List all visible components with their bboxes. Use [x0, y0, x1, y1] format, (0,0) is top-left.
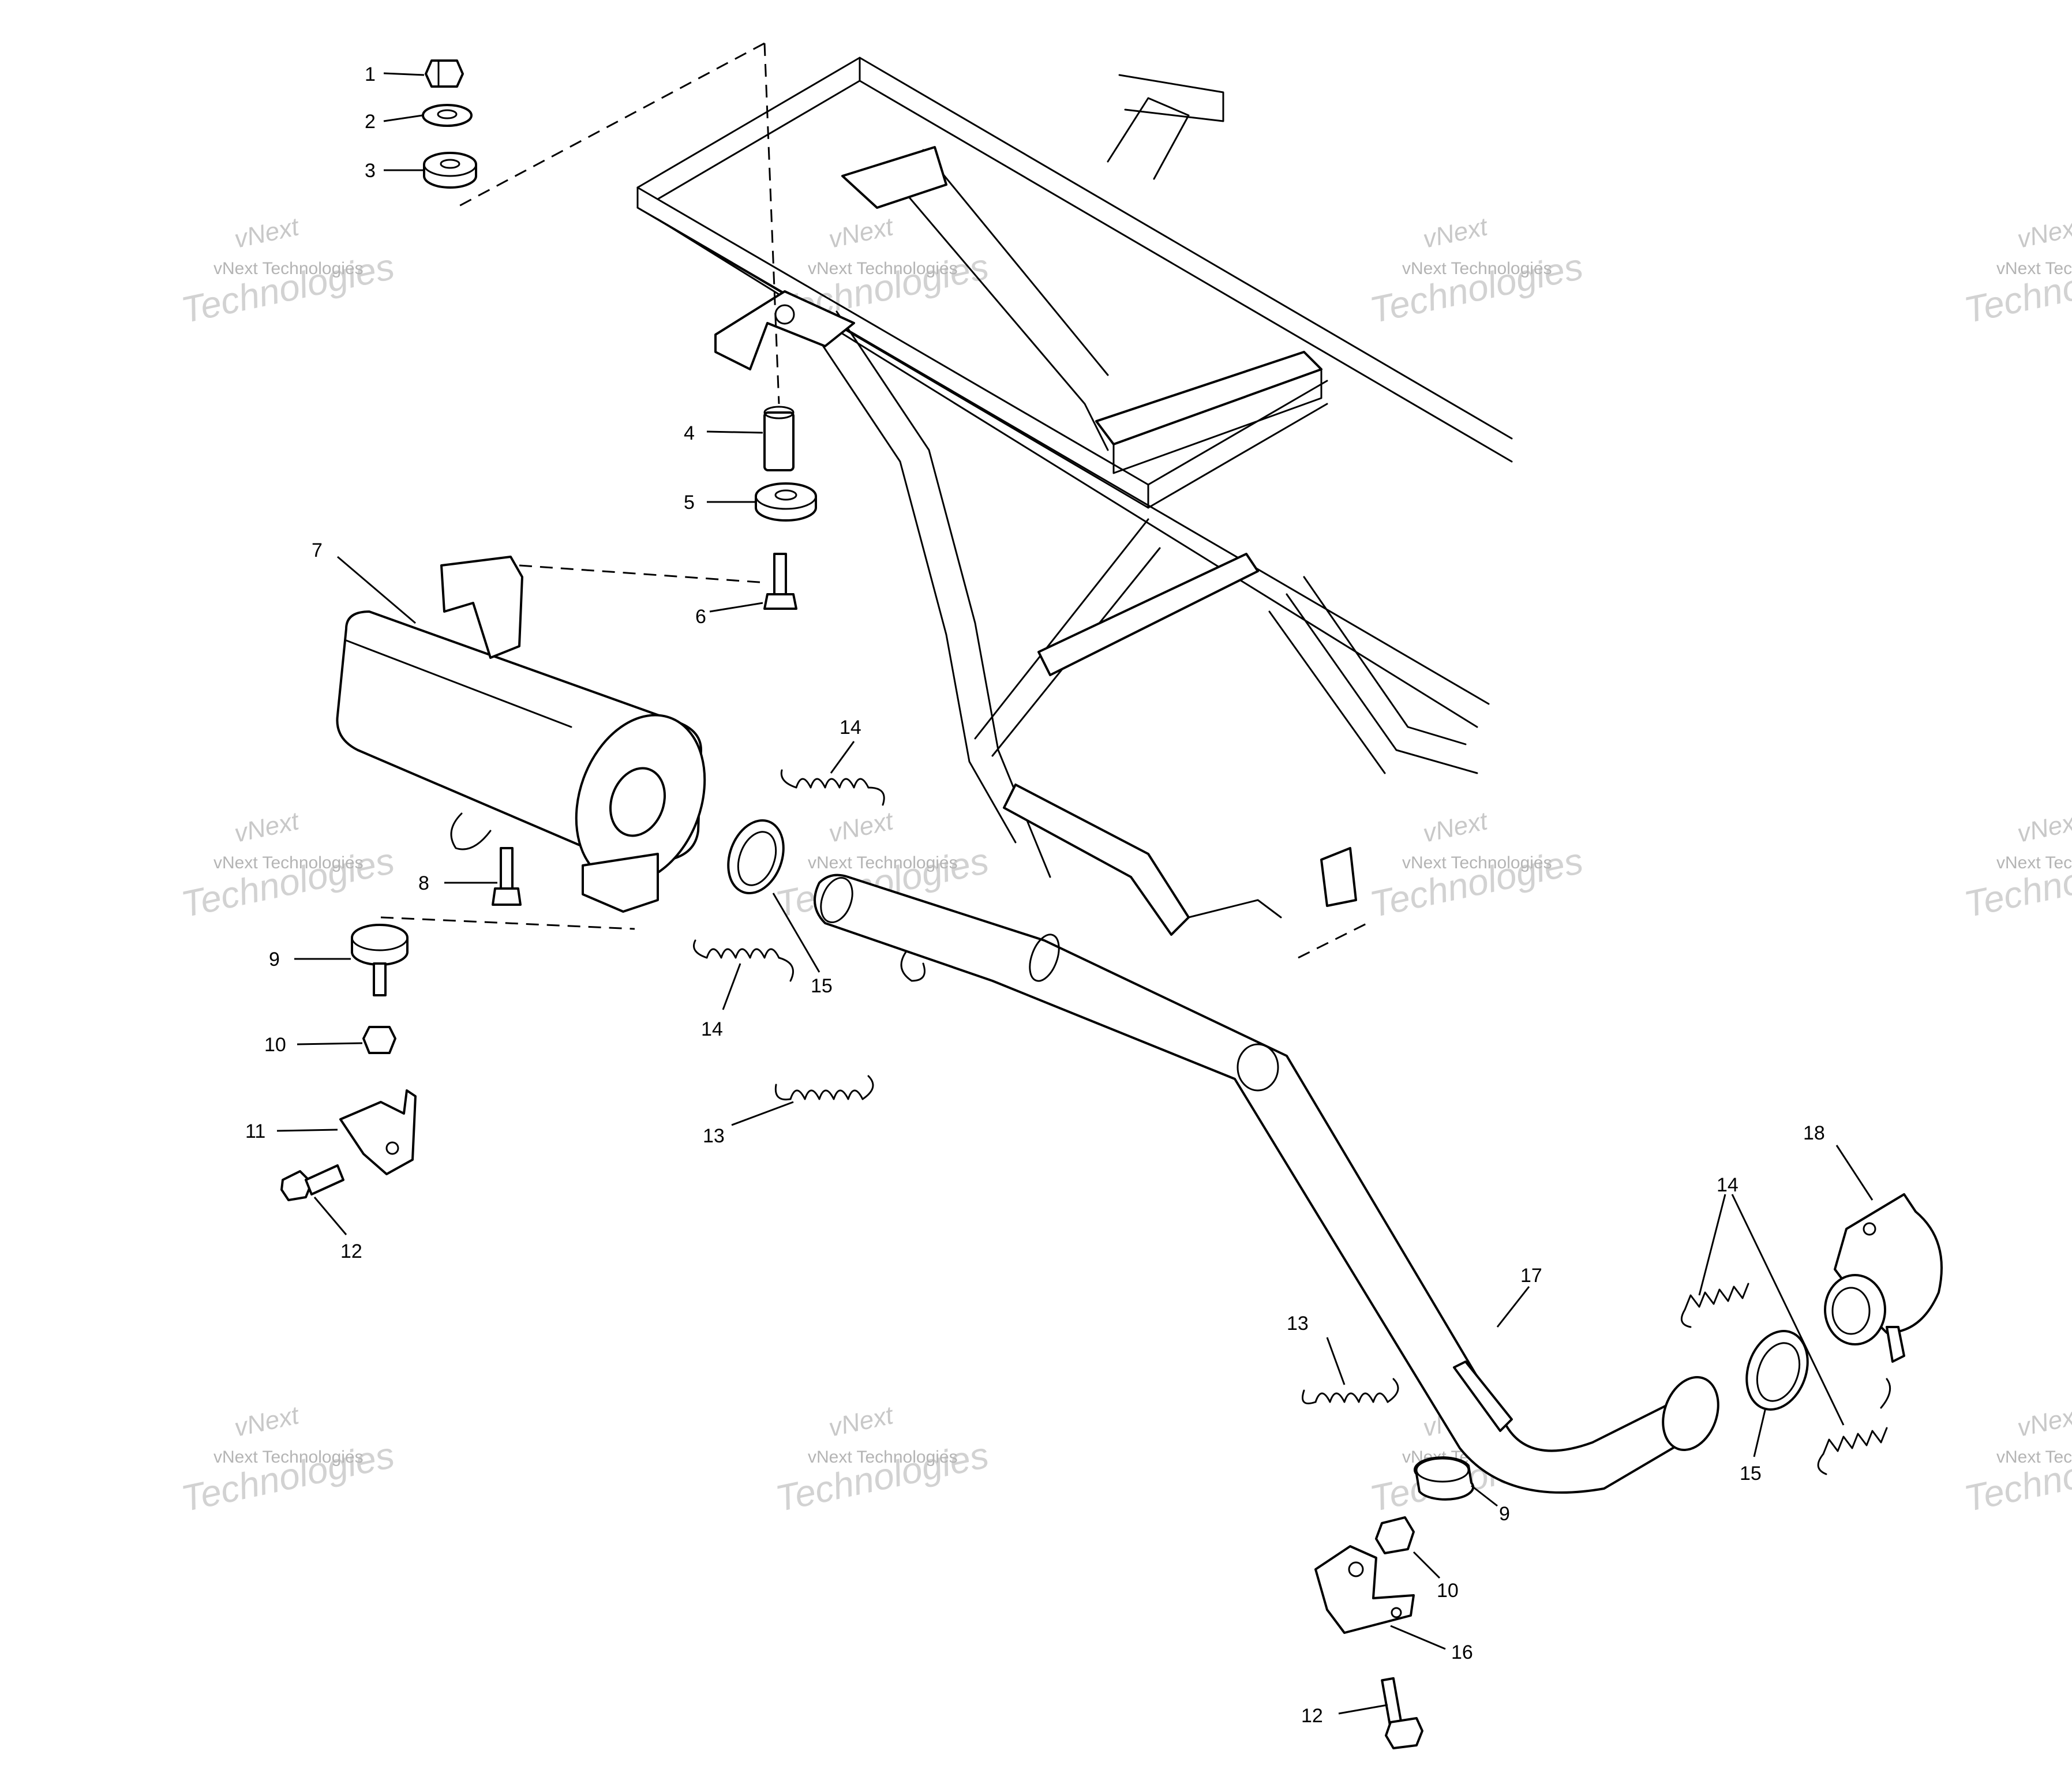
callout-15: 15 — [811, 975, 833, 997]
callout-14-mid: 14 — [701, 1018, 723, 1040]
watermark-company: vNext Technologies — [808, 853, 958, 872]
callout-14-right: 14 — [1717, 1174, 1738, 1196]
vehicle-frame — [636, 57, 1513, 936]
callout-16: 16 — [1451, 1641, 1473, 1663]
part-12-bolt-lower — [1381, 1677, 1423, 1749]
part-14-spring-right-a — [1680, 1283, 1749, 1328]
part-4-sleeve — [763, 406, 795, 471]
watermark-technologies: Technologies — [772, 1434, 992, 1519]
watermark-company: vNext Technologies — [213, 853, 364, 872]
part-18-manifold — [1824, 1193, 1943, 1363]
callout-12: 12 — [340, 1240, 362, 1262]
callout-6: 6 — [695, 606, 706, 628]
watermark-vnext: vNext — [232, 807, 302, 848]
callout-11: 11 — [245, 1120, 265, 1142]
part-14-spring-upper — [780, 769, 885, 806]
part-3-grommet — [423, 152, 477, 189]
part-14-spring-right-b — [1817, 1378, 1891, 1475]
callout-1: 1 — [365, 63, 376, 85]
callout-9: 9 — [269, 949, 280, 970]
watermark-technologies: Technologies — [1961, 839, 2072, 925]
watermark-company: vNext Technologies — [808, 1448, 958, 1467]
watermark-company: vNext Technologies — [808, 259, 958, 278]
part-16-bracket — [1314, 1545, 1415, 1634]
part-9-grommet — [351, 924, 409, 996]
callout-14: 14 — [840, 717, 861, 739]
watermark-company: vNext Technologies — [1996, 259, 2072, 278]
part-17-exhaust-pipe — [814, 874, 1719, 1494]
part-15-gasket — [727, 819, 785, 894]
leader-lines — [276, 72, 1874, 1715]
callout-17: 17 — [1520, 1265, 1542, 1287]
callout-5: 5 — [684, 492, 695, 513]
part-7-muffler — [336, 556, 706, 913]
watermark-technologies: Technologies — [1366, 839, 1587, 925]
callout-18: 18 — [1803, 1122, 1825, 1144]
callout-2: 2 — [365, 111, 376, 133]
watermark-vnext: vNext — [2015, 212, 2072, 254]
watermark-company: vNext Technologies — [213, 1448, 364, 1467]
assembly-lines — [380, 42, 1368, 959]
callout-13-lower: 13 — [1287, 1313, 1309, 1335]
part-2-washer — [422, 104, 473, 127]
watermark-vnext: vNext — [232, 212, 302, 254]
watermark-vnext: vNext — [2015, 807, 2072, 848]
watermark-company: vNext Technologies — [1402, 259, 1552, 278]
callout-9-lower: 9 — [1499, 1503, 1510, 1525]
watermark-company: vNext Technologies — [1996, 1448, 2072, 1467]
callout-8: 8 — [418, 872, 429, 894]
callout-13: 13 — [703, 1125, 725, 1147]
part-13-spring — [774, 1075, 874, 1101]
watermark-technologies: Technologies — [1961, 245, 2072, 331]
part-9-grommet-lower — [1413, 1456, 1475, 1501]
part-14-spring-mid — [693, 939, 794, 982]
callout-12-lower: 12 — [1301, 1705, 1323, 1727]
watermark-vnext: vNext — [1421, 212, 1491, 254]
watermark-company: vNext Technologies — [1996, 853, 2072, 872]
part-12-bolt — [280, 1164, 344, 1201]
watermark-company: vNext Technologies — [213, 259, 364, 278]
watermark-company: vNext Technologies — [1402, 853, 1552, 872]
watermark-technologies: Technologies — [178, 839, 398, 925]
part-6-bolt — [763, 553, 797, 610]
watermark-technologies: Technologies — [178, 1434, 398, 1519]
watermark-vnext: vNext — [826, 807, 897, 848]
part-5-grommet — [755, 482, 817, 522]
watermark-vnext: vNext — [2015, 1401, 2072, 1442]
part-8-bolt — [492, 847, 522, 906]
watermark-technologies: Technologies — [1961, 1434, 2072, 1519]
callouts: 1 2 3 4 5 6 7 8 9 10 11 12 13 13 14 14 1… — [245, 63, 1825, 1727]
watermark-vnext: vNext — [1421, 807, 1491, 848]
callout-10-lower: 10 — [1437, 1580, 1459, 1602]
part-10-nut — [362, 1026, 396, 1054]
watermark-vnext: vNext — [826, 212, 897, 254]
part-13-spring-lower — [1302, 1378, 1399, 1404]
part-11-bracket — [339, 1089, 417, 1175]
callout-4: 4 — [684, 422, 695, 444]
part-1-nut — [425, 59, 464, 88]
callout-10: 10 — [264, 1034, 286, 1056]
watermark-technologies: Technologies — [1366, 245, 1587, 331]
watermark-vnext: vNext — [232, 1401, 302, 1442]
part-10-nut-lower — [1375, 1516, 1415, 1554]
part-15-gasket-right — [1745, 1330, 1809, 1411]
callout-7: 7 — [312, 539, 323, 561]
callout-15-right: 15 — [1740, 1463, 1762, 1485]
watermark-vnext: vNext — [826, 1401, 897, 1442]
callout-3: 3 — [365, 160, 376, 182]
watermark-technologies: Technologies — [178, 245, 398, 331]
